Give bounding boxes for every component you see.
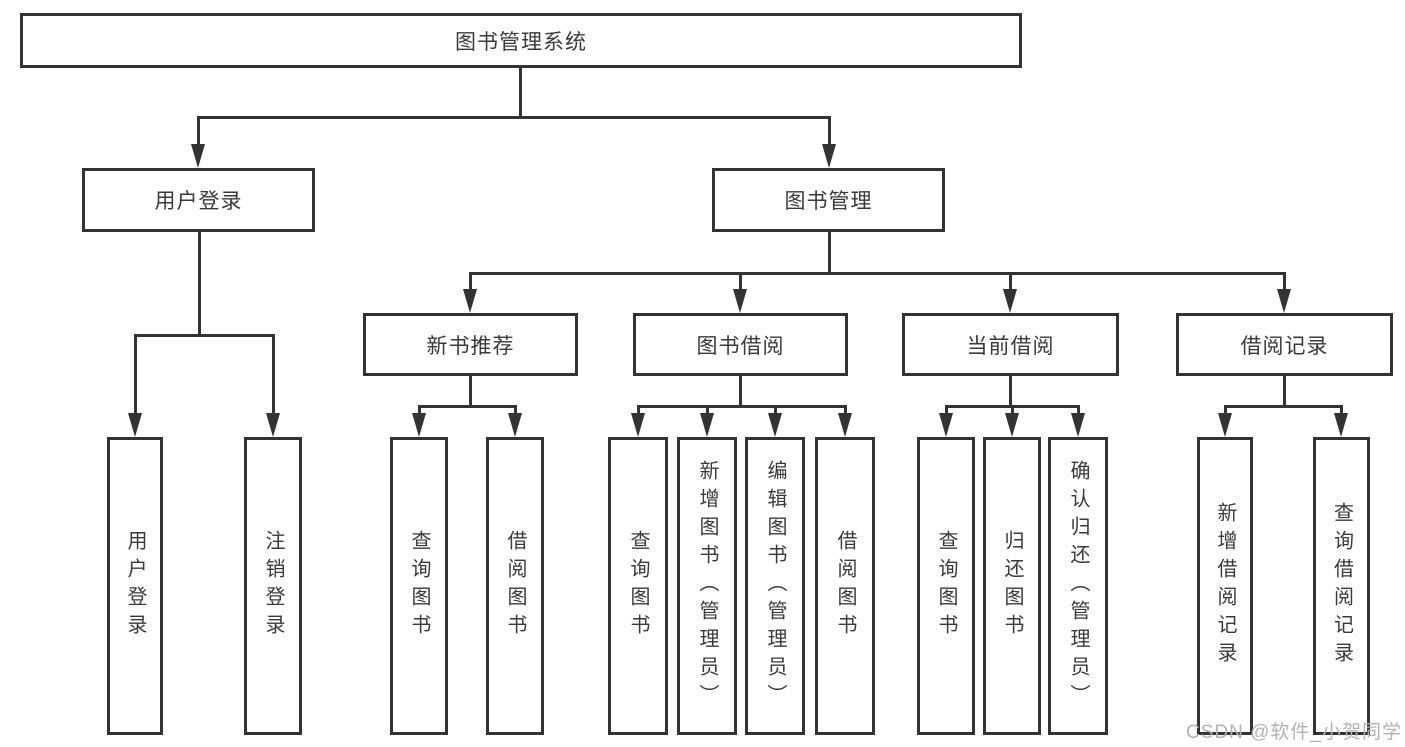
connector-line (827, 117, 831, 148)
leaf-edit-book-admin-label: 编辑图书（管理员） (764, 460, 786, 712)
connector-line (636, 406, 640, 415)
leaf-query-books-recommend: 查询图书 (390, 437, 448, 735)
arrowhead-down-icon (1334, 413, 1348, 437)
leaf-borrow-books-borrow: 借阅图书 (815, 437, 875, 735)
connector-line (1076, 406, 1080, 415)
arrowhead-down-icon (631, 413, 645, 437)
connector-line (513, 406, 517, 415)
node-book-borrow-label: 图书借阅 (696, 334, 785, 358)
connector-line (1339, 406, 1343, 415)
node-user-login-label: 用户登录 (154, 190, 243, 213)
node-current-borrow: 当前借阅 (902, 313, 1119, 376)
arrowhead-down-icon (266, 413, 280, 437)
node-book-borrow: 图书借阅 (633, 313, 848, 376)
connector-line (1223, 404, 1343, 408)
arrowhead-down-icon (128, 413, 142, 437)
node-user-login: 用户登录 (82, 168, 315, 232)
leaf-query-books-current: 查询图书 (917, 437, 975, 735)
connector-line (196, 117, 200, 148)
csdn-watermark: CSDN @软件_小贺同学 (1186, 722, 1402, 743)
leaf-logout-label: 注销登录 (262, 530, 284, 642)
connector-line (773, 406, 777, 415)
leaf-return-books: 归还图书 (983, 437, 1041, 735)
connector-line (827, 232, 831, 273)
connector-line (843, 406, 847, 415)
node-new-book-recommend-label: 新书推荐 (426, 334, 515, 358)
connector-line (468, 376, 472, 406)
arrowhead-down-icon (939, 413, 953, 437)
node-current-borrow-label: 当前借阅 (966, 334, 1055, 358)
node-borrow-records-label: 借阅记录 (1240, 334, 1329, 358)
connector-line (1223, 406, 1227, 415)
connector-line (738, 376, 742, 406)
connector-line (417, 404, 517, 408)
arrowhead-down-icon (838, 413, 852, 437)
leaf-query-borrow-record: 查询借阅记录 (1313, 437, 1370, 735)
leaf-user-login: 用户登录 (107, 437, 163, 735)
connector-line (518, 68, 522, 117)
arrowhead-down-icon (508, 413, 522, 437)
connector-line (133, 333, 275, 337)
leaf-query-books-borrow-label: 查询图书 (627, 530, 649, 642)
leaf-query-books-borrow: 查询图书 (608, 437, 668, 735)
connector-line (738, 273, 742, 291)
arrowhead-down-icon (822, 144, 836, 168)
connector-line (468, 271, 1286, 275)
connector-line (1282, 376, 1286, 406)
arrowhead-down-icon (768, 413, 782, 437)
leaf-add-borrow-record: 新增借阅记录 (1197, 437, 1253, 735)
arrowhead-down-icon (1003, 289, 1017, 313)
leaf-borrow-books-recommend-label: 借阅图书 (504, 530, 526, 642)
leaf-confirm-return-admin: 确认归还（管理员） (1048, 437, 1108, 735)
leaf-add-borrow-record-label: 新增借阅记录 (1214, 502, 1236, 670)
arrowhead-down-icon (412, 413, 426, 437)
leaf-borrow-books-recommend: 借阅图书 (486, 437, 544, 735)
connector-line (1008, 273, 1012, 291)
leaf-query-borrow-record-label: 查询借阅记录 (1330, 502, 1353, 670)
arrowhead-down-icon (1005, 413, 1019, 437)
leaf-add-book-admin: 新增图书（管理员） (677, 437, 737, 735)
node-root-label: 图书管理系统 (455, 30, 587, 54)
connector-line (1008, 376, 1012, 406)
arrowhead-down-icon (1071, 413, 1085, 437)
arrowhead-down-icon (463, 289, 477, 313)
leaf-user-login-label: 用户登录 (124, 530, 146, 642)
connector-line (133, 335, 137, 415)
connector-line (196, 115, 831, 119)
connector-line (944, 406, 948, 415)
connector-line (636, 404, 847, 408)
node-book-management: 图书管理 (712, 168, 945, 232)
connector-line (417, 406, 421, 415)
node-new-book-recommend: 新书推荐 (363, 313, 578, 376)
connector-line (271, 335, 275, 415)
node-borrow-records: 借阅记录 (1176, 313, 1393, 376)
leaf-borrow-books-borrow-label: 借阅图书 (834, 530, 856, 642)
connector-line (1010, 406, 1014, 415)
connector-line (1282, 273, 1286, 291)
leaf-edit-book-admin: 编辑图书（管理员） (745, 437, 805, 735)
arrowhead-down-icon (1277, 289, 1291, 313)
leaf-logout: 注销登录 (244, 437, 302, 735)
leaf-confirm-return-admin-label: 确认归还（管理员） (1067, 460, 1089, 712)
arrowhead-down-icon (1218, 413, 1232, 437)
arrowhead-down-icon (700, 413, 714, 437)
node-book-management-label: 图书管理 (784, 190, 873, 213)
leaf-query-books-current-label: 查询图书 (935, 530, 957, 642)
arrowhead-down-icon (733, 289, 747, 313)
node-root: 图书管理系统 (20, 13, 1022, 68)
leaf-add-book-admin-label: 新增图书（管理员） (696, 460, 718, 712)
connector-line (705, 406, 709, 415)
leaf-query-books-recommend-label: 查询图书 (408, 530, 430, 642)
connector-line (197, 232, 201, 335)
arrowhead-down-icon (191, 144, 205, 168)
connector-line (468, 273, 472, 291)
leaf-return-books-label: 归还图书 (1001, 530, 1023, 642)
